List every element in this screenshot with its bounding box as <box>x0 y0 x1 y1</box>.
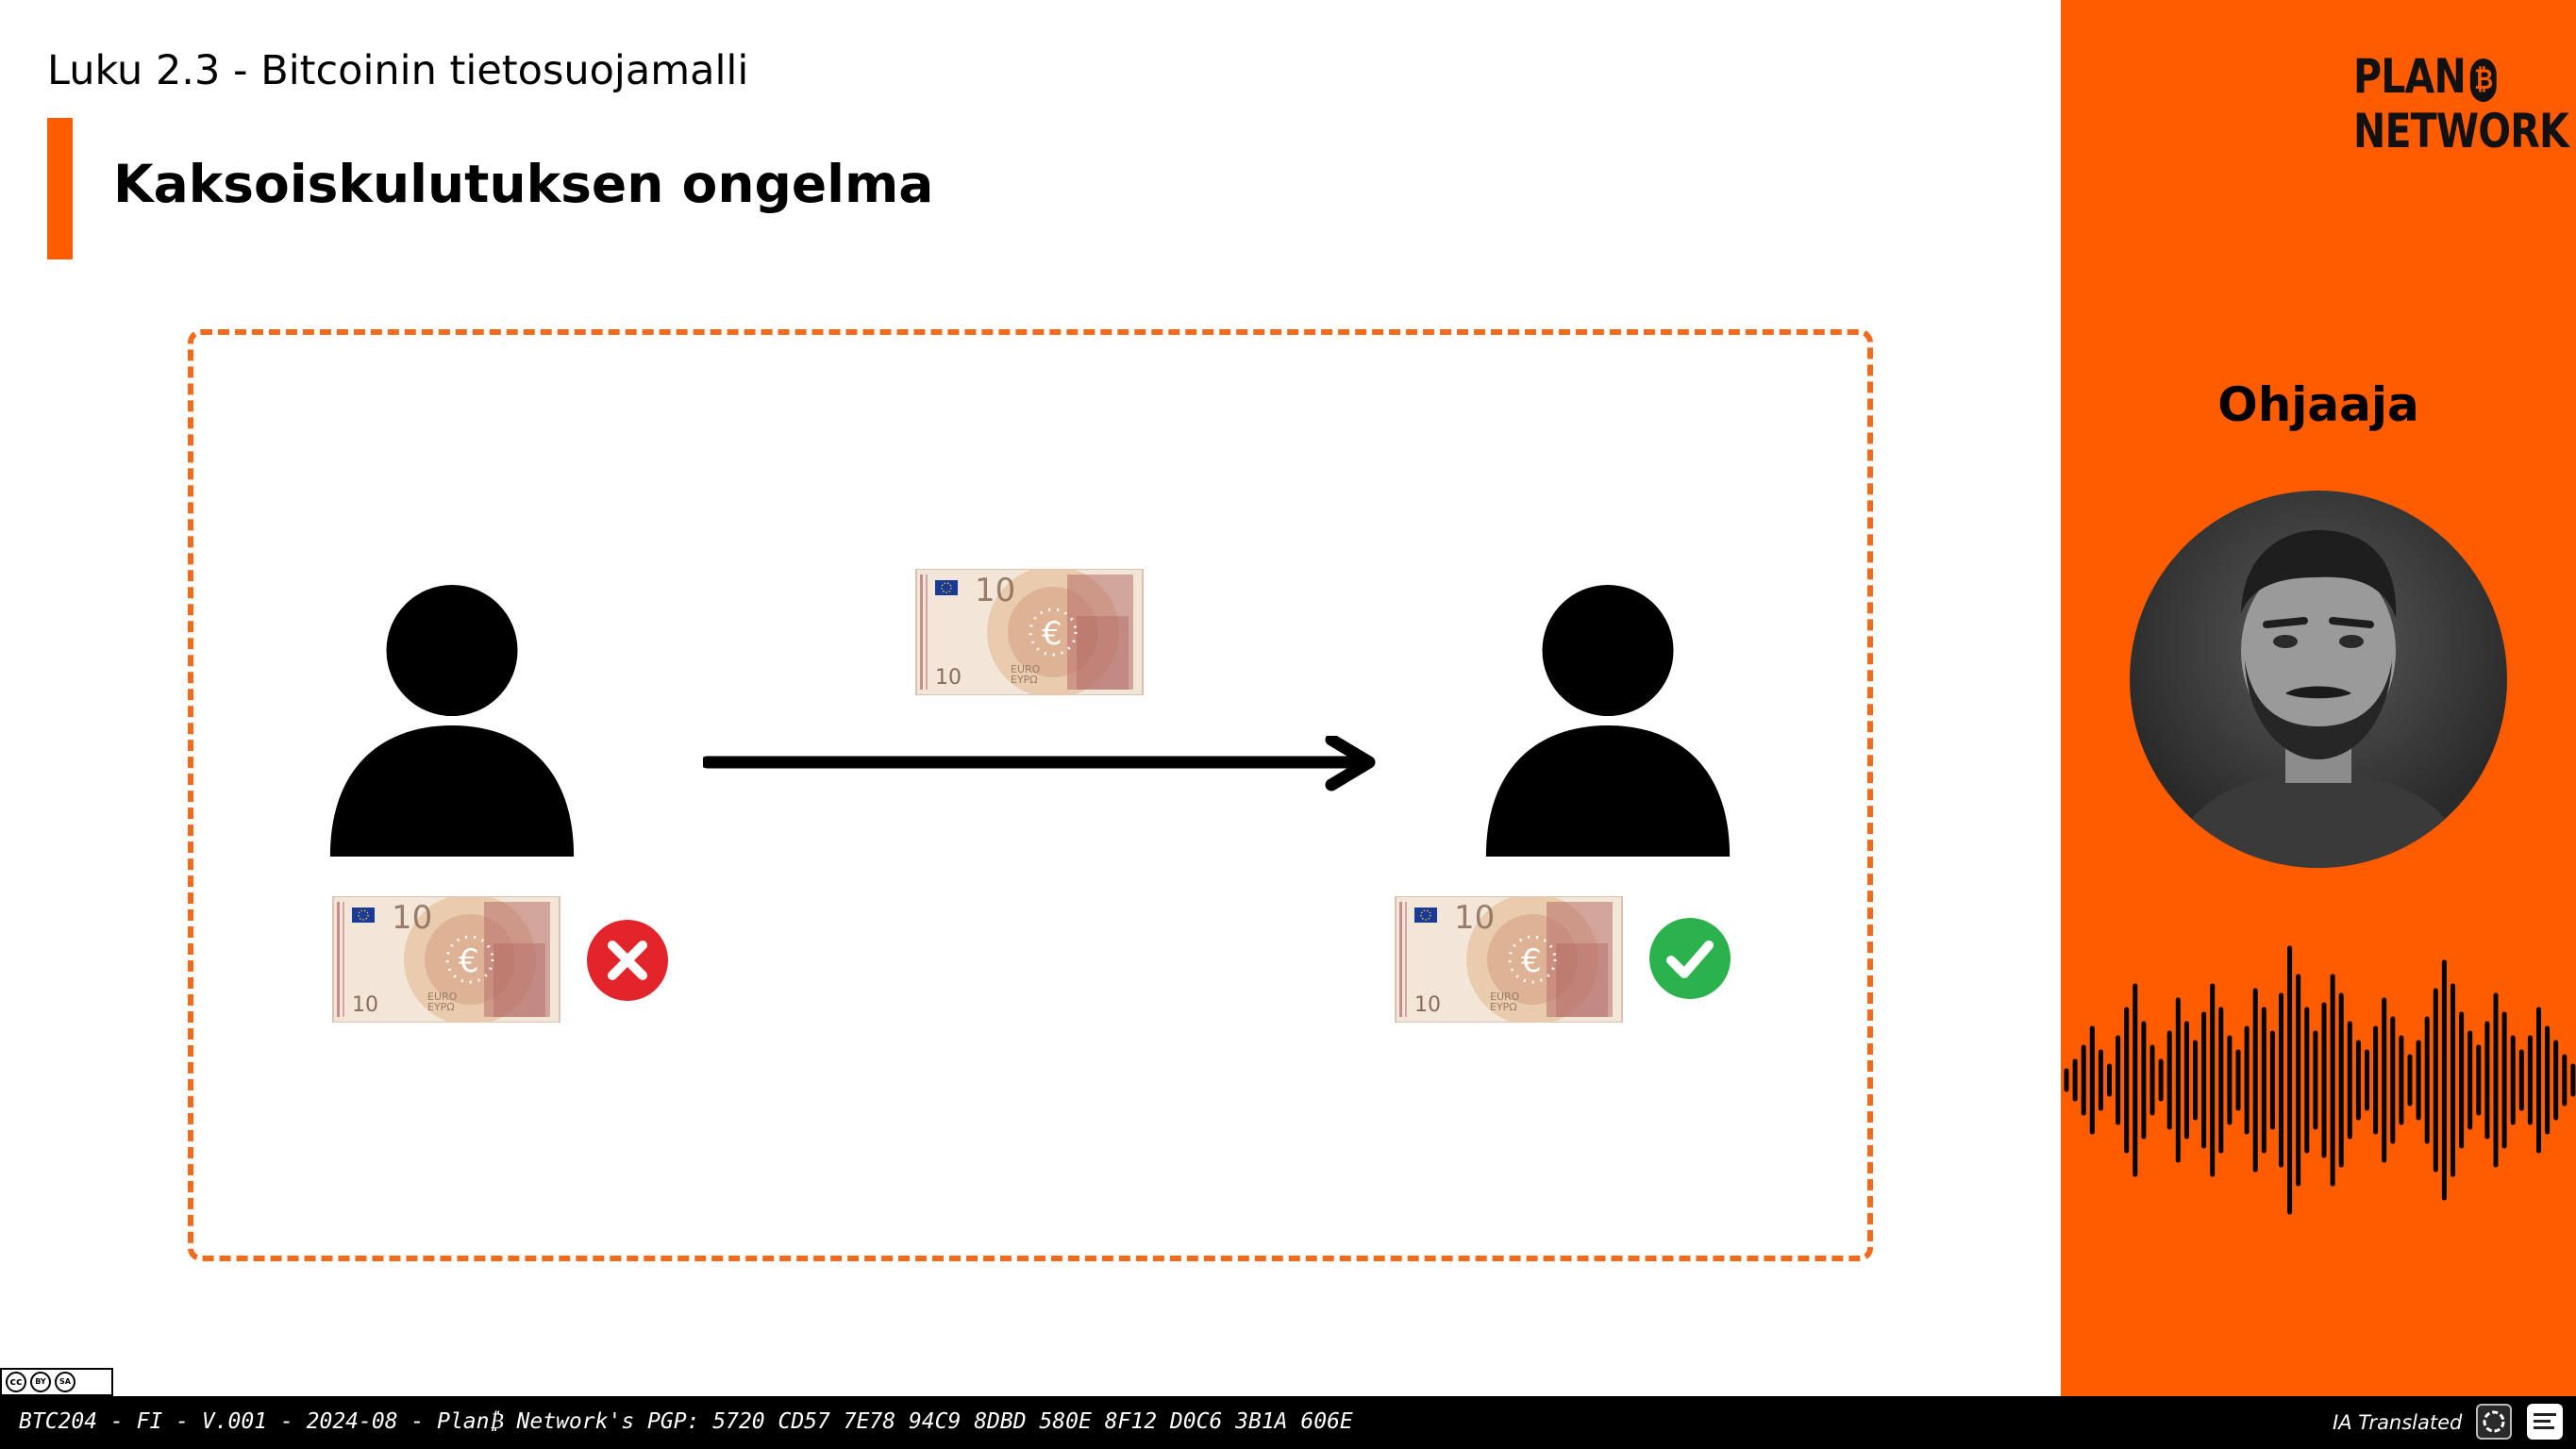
by-icon: BY <box>30 1372 51 1392</box>
openai-icon <box>2476 1404 2512 1440</box>
transferred-banknote <box>915 569 1144 695</box>
chapter-title: Luku 2.3 - Bitcoinin tietosuojamalli <box>47 47 749 94</box>
diagram-frame <box>188 329 1873 1261</box>
check-mark-icon <box>1649 918 1731 999</box>
x-mark-icon <box>587 920 668 1001</box>
sender-person-icon <box>329 585 575 857</box>
logo-plan: PLAN <box>2353 49 2467 104</box>
instructor-avatar <box>2130 491 2507 868</box>
sender-banknote <box>332 896 560 1023</box>
bitcoin-b-icon: ₿ <box>2469 58 2497 102</box>
footer-version-text: BTC204 - FI - V.001 - 2024-08 - Plan₿ Ne… <box>19 1409 1353 1434</box>
audio-waveform-icon <box>2064 945 2576 1215</box>
cc-icon: cc <box>6 1372 26 1392</box>
receiver-person-icon <box>1485 585 1731 857</box>
instructor-label: Ohjaaja <box>2217 377 2419 432</box>
ia-translated-label: IA Translated <box>2333 1411 2463 1434</box>
logo-network: NETWORK <box>2353 104 2569 158</box>
slide-title: Kaksoiskulutuksen ongelma <box>113 154 934 214</box>
sa-icon: SA <box>55 1372 75 1392</box>
planb-network-logo: PLAN₿ NETWORK <box>2353 49 2569 158</box>
transfer-arrow-icon <box>703 736 1376 791</box>
title-accent-bar <box>47 118 73 259</box>
cc-license-badge[interactable]: cc BY SA <box>0 1368 113 1396</box>
translation-engine-icon <box>2527 1404 2563 1440</box>
footer-bar: BTC204 - FI - V.001 - 2024-08 - Plan₿ Ne… <box>0 1396 2576 1449</box>
receiver-banknote <box>1395 896 1623 1023</box>
